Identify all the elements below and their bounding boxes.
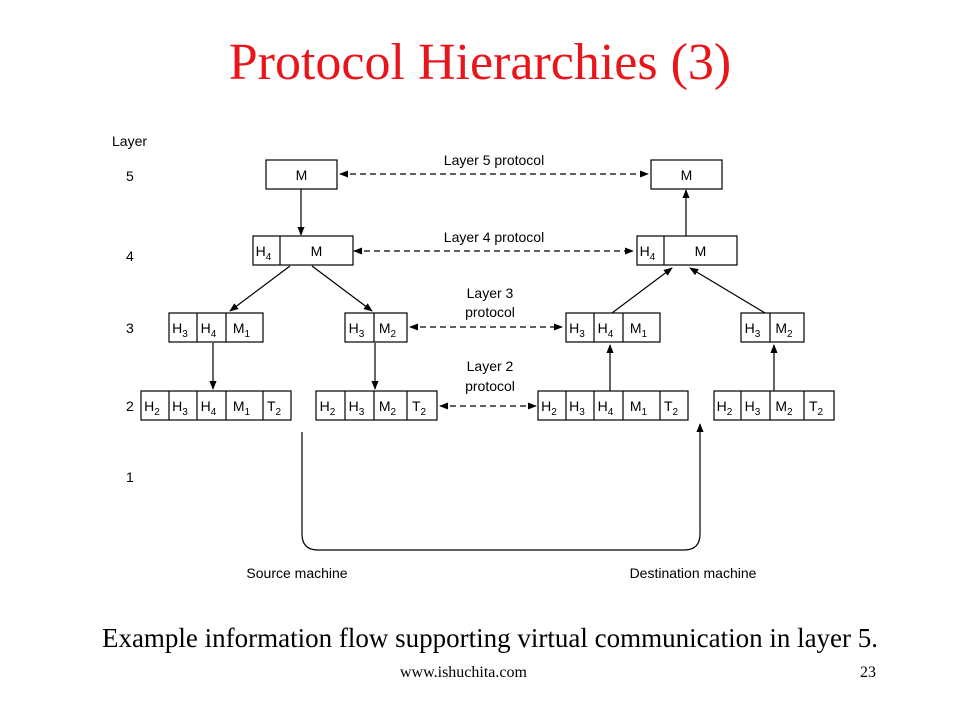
src-4-to-3-right-arrow: [311, 265, 373, 312]
src-4-to-3-left-arrow: [229, 265, 291, 312]
packet-frame: [565, 312, 661, 343]
footer-url: www.ishuchita.com: [400, 664, 527, 681]
src-layer5-packet: M: [265, 159, 338, 190]
packet-frame: [713, 390, 835, 421]
message-cell: M: [681, 167, 693, 183]
layer2-protocol-label-line2: protocol: [465, 378, 515, 394]
layer-number-5: 5: [126, 168, 134, 184]
slide-title: Protocol Hierarchies (3): [228, 34, 732, 91]
message-cell: M: [311, 243, 323, 259]
layer-number-4: 4: [126, 248, 134, 264]
message-cell: M: [296, 167, 308, 183]
destination-machine-label: Destination machine: [630, 565, 757, 581]
packet-frame: [344, 312, 408, 343]
layer2-protocol-label-line1: Layer 2: [467, 358, 514, 374]
packet-frame: [315, 390, 438, 421]
dst-3-to-4-left-arrow: [611, 267, 673, 314]
physical-medium-path: [301, 423, 704, 551]
layer-number-3: 3: [126, 320, 134, 336]
protocol-diagram: Layer 5 4 3 2 1 Layer 5 protocol Layer 4…: [112, 133, 835, 581]
layer3-protocol-label-line1: Layer 3: [467, 285, 514, 301]
source-machine-label: Source machine: [246, 565, 347, 581]
dst-layer5-packet: M: [650, 159, 723, 190]
packet-frame: [140, 390, 292, 421]
packet-frame: [168, 312, 264, 343]
dst-3-to-4-right-arrow: [689, 267, 766, 314]
message-cell: M: [695, 243, 707, 259]
layer5-protocol-label: Layer 5 protocol: [444, 152, 544, 168]
layer-heading: Layer: [112, 133, 147, 149]
packet-frame: [740, 312, 805, 343]
packet-frame: [636, 235, 738, 266]
layer3-protocol-label-line2: protocol: [465, 304, 515, 320]
packet-frame: [252, 235, 354, 266]
packet-frame: [265, 159, 338, 190]
packet-frame: [650, 159, 723, 190]
layer4-protocol-label: Layer 4 protocol: [444, 229, 544, 245]
page-number: 23: [860, 664, 876, 681]
slide-caption: Example information flow supporting virt…: [101, 623, 879, 653]
packet-frame: [537, 390, 689, 421]
layer-number-1: 1: [126, 469, 134, 485]
layer-number-2: 2: [126, 398, 134, 414]
